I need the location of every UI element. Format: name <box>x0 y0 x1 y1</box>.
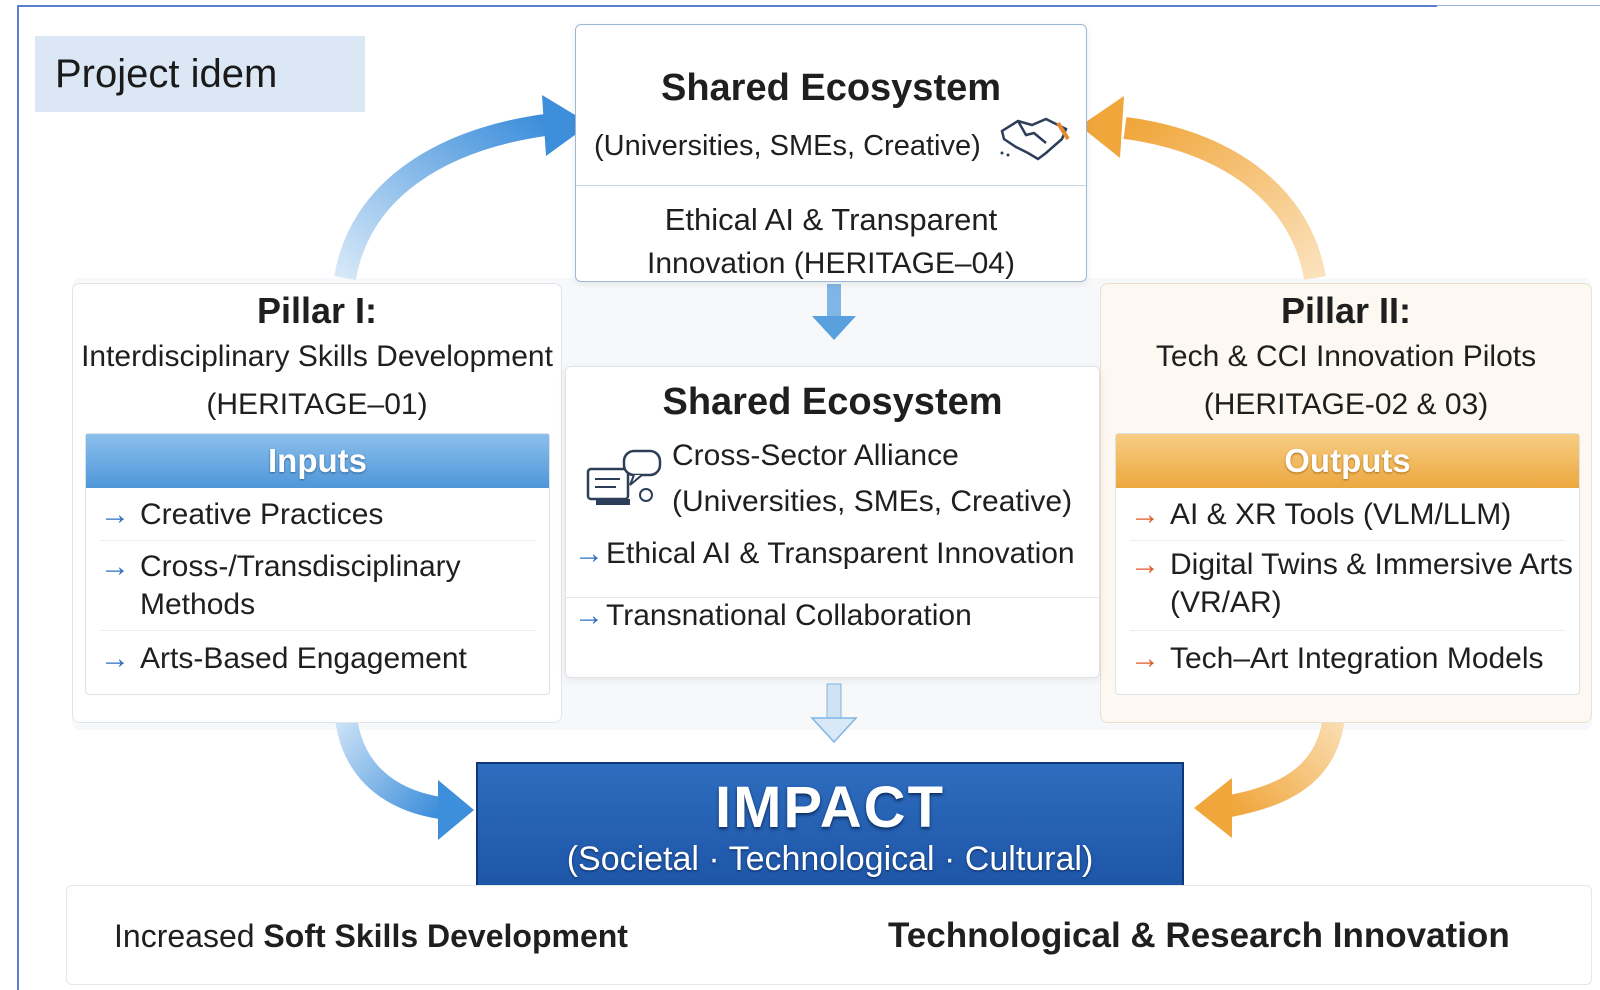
down-arrow-1-shaft <box>827 284 841 318</box>
top-box-line2: Innovation (HERITAGE–04) <box>647 247 1015 280</box>
impact-title: IMPACT <box>714 775 945 840</box>
outputs-header: Outputs <box>1116 434 1579 488</box>
outcome-prefix: Increased <box>114 918 264 954</box>
curve-arrow-top-right <box>1123 117 1326 281</box>
pillar-1-heading: Pillar I: <box>256 290 378 331</box>
list-item-label: Creative Practices <box>140 498 384 531</box>
list-item-label: (VR/AR) <box>1170 586 1282 619</box>
outcome-soft-skills: Increased Soft Skills Development <box>114 918 628 955</box>
list-divider <box>100 540 535 541</box>
list-item-label: Transnational Collaboration <box>606 599 972 632</box>
list-divider <box>100 630 535 631</box>
curve-arrowhead-top-left <box>542 95 590 156</box>
middle-box-line1: Cross-Sector Alliance <box>672 439 959 472</box>
curve-arrowhead-top-right <box>1080 96 1124 158</box>
arrow-icon: → <box>574 599 604 632</box>
list-item: → Tech–Art Integration Models <box>1130 640 1544 678</box>
list-item: → Arts-Based Engagement <box>100 640 467 678</box>
middle-ecosystem-box: Shared Ecosystem Cross-Sector Alliance (… <box>565 366 1100 678</box>
handshake-icon <box>1000 117 1070 161</box>
project-title: Project idem <box>35 36 365 112</box>
list-item-label: AI & XR Tools (VLM/LLM) <box>1170 498 1512 531</box>
down-arrow-2-shaft <box>826 683 842 721</box>
middle-box-line2: (Universities, SMEs, Creative) <box>672 485 1073 518</box>
list-divider <box>1130 540 1565 541</box>
arrow-icon: → <box>100 550 130 583</box>
inputs-header: Inputs <box>86 434 549 488</box>
outputs-list: Outputs → AI & XR Tools (VLM/LLM) → Digi… <box>1115 433 1580 695</box>
list-item: → AI & XR Tools (VLM/LLM) <box>1130 496 1511 534</box>
down-arrow-2-head <box>810 717 858 744</box>
bottom-outcomes-bar <box>66 885 1592 985</box>
down-arrow-1-head <box>812 316 856 340</box>
top-box-line1: Ethical AI & Transparent <box>664 202 998 237</box>
curve-arrow-top-left <box>334 114 547 281</box>
pillar-2-heading: Pillar II: <box>1280 290 1412 331</box>
list-item: → Creative Practices <box>100 496 383 534</box>
list-item-label: Tech–Art Integration Models <box>1170 642 1544 675</box>
impact-subtitle: (Societal · Technological · Cultural) <box>566 840 1094 878</box>
curve-arrowhead-bottom-right <box>1194 778 1232 838</box>
arrow-icon: → <box>1130 642 1160 675</box>
frame-top-border <box>17 5 1437 7</box>
pillar-1-code: (HERITAGE–01) <box>206 388 428 421</box>
impact-box: IMPACT (Societal · Technological · Cultu… <box>476 762 1184 894</box>
top-box-subtitle: (Universities, SMEs, Creative) <box>594 130 981 162</box>
chat-icon <box>586 449 662 505</box>
pillar-1-subheading: Interdisciplinary Skills Development <box>81 340 553 373</box>
top-box-title: Shared Ecosystem <box>660 67 1002 109</box>
list-item-label: Ethical AI & Transparent Innovation <box>606 537 1075 570</box>
outcome-tech-innovation: Technological & Research Innovation <box>888 916 1510 955</box>
inputs-list: Inputs → Creative Practices → Cross-/Tra… <box>85 433 550 695</box>
arrow-icon: → <box>100 642 130 675</box>
list-item-label: Digital Twins & Immersive Arts <box>1170 548 1573 581</box>
arrow-icon: → <box>1130 548 1160 581</box>
list-item-label: Methods <box>140 588 256 621</box>
list-item: → Transnational Collaboration <box>574 599 972 633</box>
arrow-icon: → <box>574 537 604 570</box>
list-item-continuation: (VR/AR) <box>1130 584 1282 622</box>
curve-arrow-bottom-left <box>334 699 442 819</box>
list-item: → Ethical AI & Transparent Innovation <box>574 537 1075 571</box>
pillar-2-subheading: Tech & CCI Innovation Pilots <box>1155 340 1537 373</box>
top-box-divider <box>576 185 1086 186</box>
list-item: → Cross-/Transdisciplinary <box>100 548 461 586</box>
outcome-soft-skills-bold: Soft Skills Development <box>263 918 628 954</box>
curve-arrowhead-bottom-left <box>438 780 474 840</box>
pillar-2-code: (HERITAGE-02 & 03) <box>1203 388 1489 421</box>
arrow-icon: → <box>1130 498 1160 531</box>
top-ecosystem-box: Shared Ecosystem (Universities, SMEs, Cr… <box>575 24 1087 282</box>
list-item-label: Arts-Based Engagement <box>140 642 467 675</box>
list-divider <box>1130 630 1565 631</box>
list-item: → Digital Twins & Immersive Arts <box>1130 546 1573 584</box>
middle-box-title: Shared Ecosystem <box>662 381 1003 423</box>
list-divider <box>566 597 1099 598</box>
frame-left-border <box>17 6 19 990</box>
frame-top-border-thin <box>1437 5 1600 6</box>
arrow-icon: → <box>100 498 130 531</box>
list-item-label: Cross-/Transdisciplinary <box>140 550 461 583</box>
list-item-continuation: Methods <box>100 586 255 624</box>
